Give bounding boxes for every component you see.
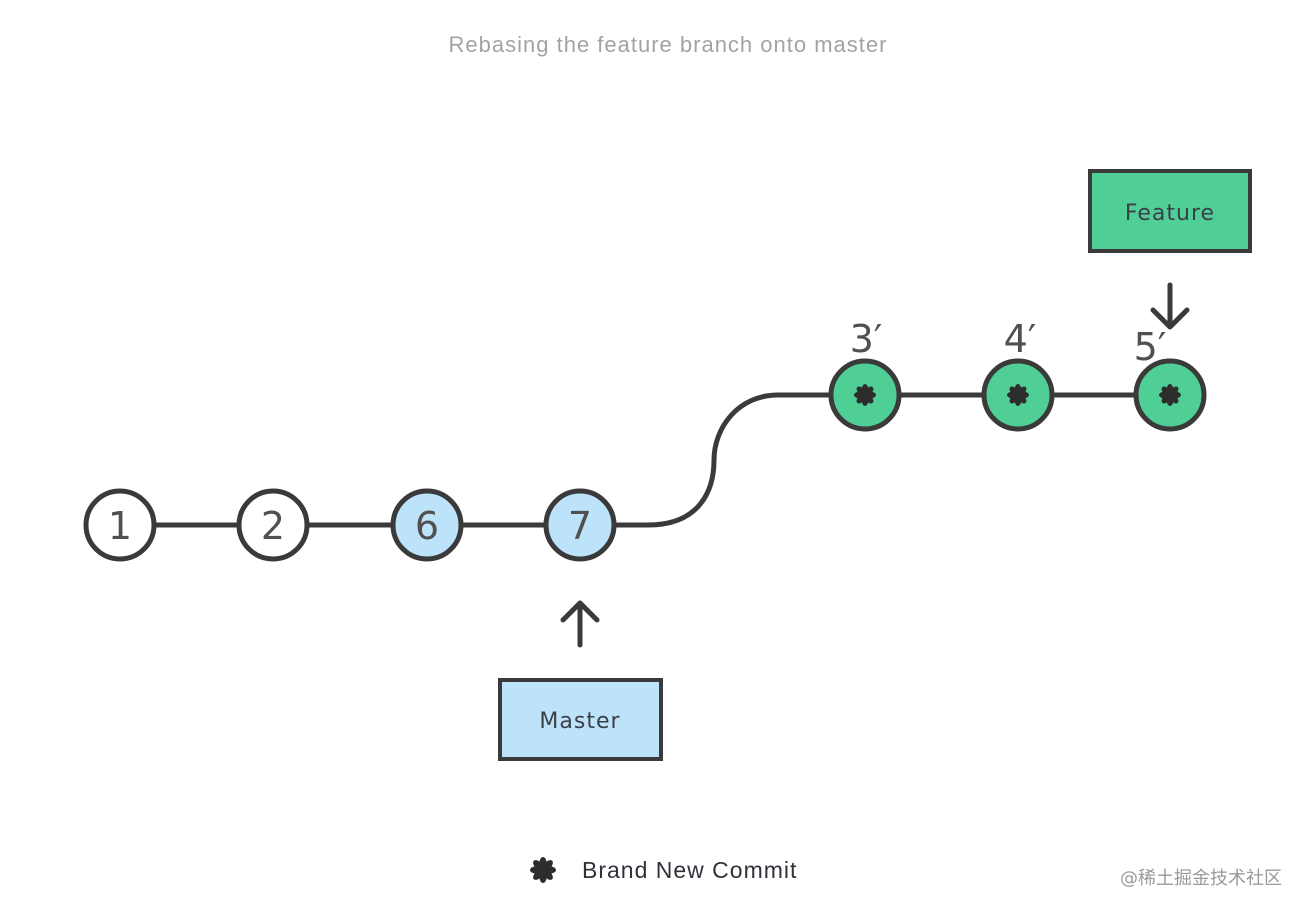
up-arrow-icon bbox=[560, 600, 600, 648]
commit-6: 6 bbox=[390, 488, 464, 562]
asterisk-icon bbox=[854, 384, 876, 406]
commit-2: 2 bbox=[236, 488, 310, 562]
asterisk-icon bbox=[1007, 384, 1029, 406]
commit-2-label: 2 bbox=[261, 504, 285, 548]
commit-4prime-label: 4′ bbox=[1004, 317, 1037, 361]
commit-3prime: 3′ bbox=[828, 317, 902, 432]
down-arrow-icon bbox=[1150, 282, 1190, 330]
watermark: @稀土掘金技术社区 bbox=[1120, 868, 1282, 889]
master-branch-label: Master bbox=[498, 678, 663, 761]
legend-label: Brand New Commit bbox=[582, 856, 798, 883]
commit-3prime-label: 3′ bbox=[850, 317, 883, 361]
edge-7-3prime bbox=[614, 392, 830, 528]
commit-5prime: 5′ bbox=[1133, 325, 1207, 432]
diagram-title: Rebasing the feature branch onto master bbox=[448, 32, 888, 57]
legend: Brand New Commit bbox=[528, 852, 797, 888]
asterisk-icon bbox=[530, 857, 556, 883]
feature-branch-label: Feature bbox=[1088, 169, 1252, 253]
commit-7-label: 7 bbox=[568, 504, 592, 548]
commit-7: 7 bbox=[543, 488, 617, 562]
commit-1: 1 bbox=[83, 488, 157, 562]
master-label-text: Master bbox=[539, 709, 620, 734]
commit-1-label: 1 bbox=[108, 504, 132, 548]
commit-6-label: 6 bbox=[415, 504, 439, 548]
asterisk-icon bbox=[1159, 384, 1181, 406]
commit-5prime-label: 5′ bbox=[1134, 325, 1167, 369]
feature-label-text: Feature bbox=[1125, 201, 1215, 226]
commit-4prime: 4′ bbox=[981, 317, 1055, 432]
